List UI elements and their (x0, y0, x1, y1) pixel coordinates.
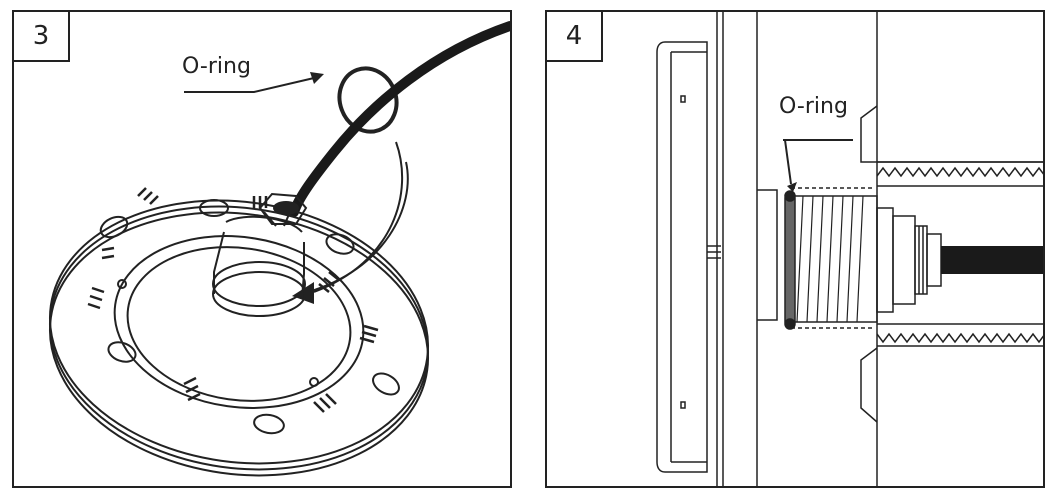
step-4-panel: 4 O-ring (545, 10, 1045, 488)
step-4-illustration (656, 12, 1043, 486)
o-ring-label: O-ring (779, 94, 848, 119)
o-ring-label: O-ring (182, 54, 251, 79)
step-3-illustration (48, 21, 510, 477)
step-3-panel: 3 O-ring (12, 10, 512, 488)
step-number: 4 (547, 12, 603, 62)
step-number: 3 (14, 12, 70, 62)
